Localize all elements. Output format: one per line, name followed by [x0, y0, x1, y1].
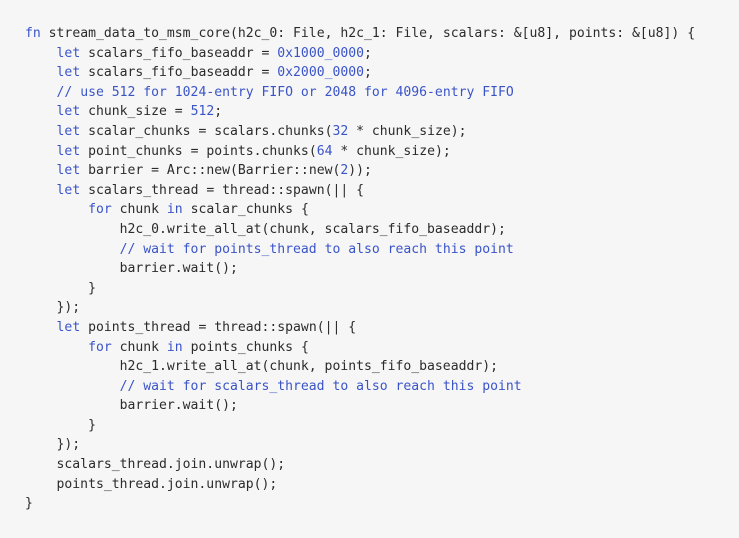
code-line: points_thread.join.unwrap();: [25, 475, 739, 495]
code-text: points_thread.join.unwrap();: [25, 476, 278, 492]
code-text: barrier.wait();: [25, 398, 238, 414]
code-line: }: [25, 279, 739, 299]
code-keyword: let: [56, 163, 81, 179]
code-line: barrier.wait();: [25, 396, 739, 416]
code-line: fn stream_data_to_msm_core(h2c_0: File, …: [25, 24, 739, 44]
code-keyword: for: [88, 202, 112, 218]
code-line: let scalar_chunks = scalars.chunks(32 * …: [25, 122, 739, 142]
code-line: }: [25, 494, 739, 514]
code-line: h2c_1.write_all_at(chunk, points_fifo_ba…: [25, 357, 739, 377]
code-text: chunk_size =: [80, 104, 191, 120]
code-number: 512: [190, 104, 215, 120]
code-line: });: [25, 435, 739, 455]
code-text: [25, 85, 57, 100]
code-keyword: in: [166, 202, 183, 218]
code-text: [25, 340, 88, 355]
code-number: 64: [316, 143, 333, 159]
code-text: [25, 183, 57, 198]
code-text: scalars_fifo_baseaddr =: [80, 45, 278, 61]
code-text: h2c_1.write_all_at(chunk, points_fifo_ba…: [25, 359, 498, 375]
code-number: 0x2000_0000: [277, 65, 364, 81]
code-line: for chunk in points_chunks {: [25, 338, 739, 358]
code-number: 2: [340, 163, 349, 179]
code-comment: // wait for scalars_thread to also reach…: [119, 378, 522, 394]
code-line: let point_chunks = points.chunks(64 * ch…: [25, 142, 739, 162]
code-number: 32: [332, 123, 349, 139]
code-text: points_thread = thread::spawn(|| {: [80, 319, 357, 335]
code-text: [25, 46, 57, 61]
code-text: ));: [348, 163, 372, 179]
code-text: ;: [364, 45, 372, 61]
code-line: let points_thread = thread::spawn(|| {: [25, 318, 739, 338]
code-line: let chunk_size = 512;: [25, 102, 739, 122]
code-text: barrier.wait();: [25, 261, 238, 277]
code-line: let scalars_fifo_baseaddr = 0x2000_0000;: [25, 63, 739, 83]
code-line: // use 512 for 1024-entry FIFO or 2048 f…: [25, 83, 739, 103]
code-text: [25, 104, 57, 119]
code-line: let barrier = Arc::new(Barrier::new(2));: [25, 161, 739, 181]
code-number: 0x1000_0000: [277, 45, 364, 61]
code-line: // wait for scalars_thread to also reach…: [25, 377, 739, 397]
code-text: scalars_thread = thread::spawn(|| {: [80, 182, 364, 198]
code-keyword: let: [56, 182, 81, 198]
code-line: let scalars_thread = thread::spawn(|| {: [25, 181, 739, 201]
code-text: [25, 379, 120, 394]
code-text: scalar_chunks = scalars.chunks(: [80, 123, 333, 139]
code-keyword: let: [56, 143, 81, 159]
code-line: barrier.wait();: [25, 259, 739, 279]
code-text: ;: [214, 104, 223, 120]
code-text: h2c_0.write_all_at(chunk, scalars_fifo_b…: [25, 221, 506, 237]
code-text: barrier = Arc::new(Barrier::new(: [80, 163, 341, 179]
code-text: [25, 144, 57, 159]
code-text: [25, 202, 88, 217]
code-keyword: fn: [25, 26, 41, 41]
code-keyword: let: [56, 104, 81, 120]
code-keyword: let: [56, 65, 81, 81]
code-text: });: [25, 300, 81, 316]
code-text: });: [25, 437, 81, 453]
code-text: scalars_thread.join.unwrap();: [25, 457, 286, 473]
code-text: }: [25, 417, 96, 433]
code-line: h2c_0.write_all_at(chunk, scalars_fifo_b…: [25, 220, 739, 240]
code-line: });: [25, 298, 739, 318]
code-text: }: [25, 280, 96, 296]
code-text: * chunk_size);: [332, 143, 451, 159]
code-line: for chunk in scalar_chunks {: [25, 200, 739, 220]
code-text: [25, 163, 57, 178]
code-keyword: let: [56, 45, 81, 61]
code-line: // wait for points_thread to also reach …: [25, 240, 739, 260]
code-text: [25, 65, 57, 80]
code-text: [25, 124, 57, 139]
code-text: stream_data_to_msm_core(h2c_0: File, h2c…: [40, 26, 696, 41]
code-keyword: in: [166, 339, 183, 355]
code-text: ;: [364, 65, 372, 81]
code-keyword: let: [56, 319, 81, 335]
code-text: scalar_chunks {: [182, 202, 309, 218]
code-line: let scalars_fifo_baseaddr = 0x1000_0000;: [25, 44, 739, 64]
code-text: chunk: [111, 339, 167, 355]
code-line: }: [25, 416, 739, 436]
code-keyword: let: [56, 123, 81, 139]
code-text: scalars_fifo_baseaddr =: [80, 65, 278, 81]
code-comment: // use 512 for 1024-entry FIFO or 2048 f…: [56, 84, 514, 100]
code-keyword: for: [88, 339, 112, 355]
code-comment: // wait for points_thread to also reach …: [119, 241, 514, 257]
code-line: scalars_thread.join.unwrap();: [25, 455, 739, 475]
code-text: }: [25, 496, 33, 512]
code-lines: fn stream_data_to_msm_core(h2c_0: File, …: [25, 24, 739, 514]
code-text: chunk: [111, 202, 167, 218]
code-text: [25, 320, 57, 335]
code-text: point_chunks = points.chunks(: [80, 143, 317, 159]
code-text: points_chunks {: [182, 339, 309, 355]
code-text: [25, 242, 120, 257]
code-text: * chunk_size);: [348, 123, 467, 139]
